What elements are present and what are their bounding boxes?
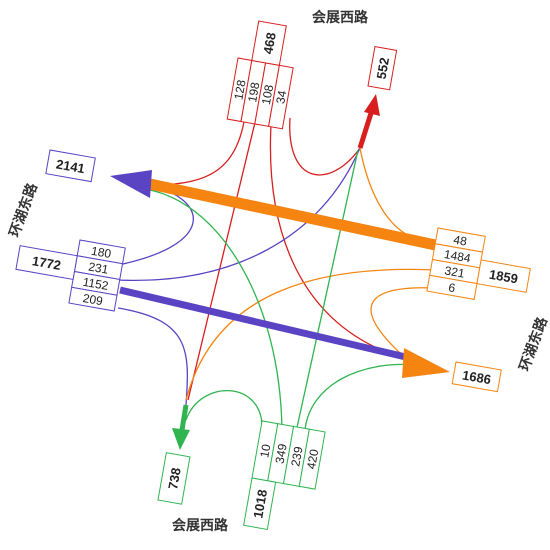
west-total-box (15, 245, 78, 280)
west-movement-3: 1152 (82, 275, 110, 293)
south-exit-box (157, 452, 191, 505)
arrowhead-east-exit (402, 348, 450, 378)
south-movement-box-4 (298, 428, 326, 490)
west-movement-4: 209 (82, 291, 104, 308)
flow-south-to-east (304, 363, 419, 431)
west-total: 1772 (31, 253, 62, 273)
flow-east-to-south (185, 268, 436, 401)
east-movement-1: 48 (452, 232, 468, 248)
flow-north-to-south (187, 109, 259, 401)
north-movement-box-4 (268, 64, 294, 130)
flow-south-to-west (149, 189, 283, 431)
west-movement-box-4 (68, 286, 118, 312)
north-total-box (251, 20, 287, 66)
east-exit-box (451, 361, 502, 393)
north-total: 468 (260, 31, 279, 55)
south-movement-2: 349 (273, 442, 290, 464)
flow-north-to-east (269, 109, 411, 361)
arrowhead-south-exit (172, 428, 190, 450)
south-exit-total: 738 (165, 467, 184, 491)
flow-north-to-west (149, 109, 247, 186)
north-approach (226, 20, 294, 130)
flow-east-uturn (370, 287, 436, 363)
east-exit-total: 1686 (461, 367, 492, 387)
flow-north-uturn (289, 117, 361, 176)
flow-west-uturn (117, 184, 194, 266)
flow-west-to-north (117, 147, 361, 282)
west-exit-box (45, 149, 96, 183)
west-movement-2: 231 (87, 259, 109, 276)
west-exit-total: 2141 (55, 156, 86, 176)
road-label-north: 会展西路 (312, 9, 369, 26)
north-movement-4: 34 (273, 89, 289, 105)
flow-lines (117, 109, 436, 433)
arrowhead-north-exit (364, 94, 380, 116)
west-movement-1: 180 (90, 244, 112, 261)
south-total: 1018 (250, 488, 270, 519)
arrowhead-west-exit (110, 170, 152, 198)
north-movement-3: 108 (259, 83, 276, 105)
flow-south-to-north (295, 149, 359, 433)
west-approach (15, 239, 126, 312)
east-total: 1859 (488, 267, 519, 287)
road-label-east: 环湖东路 (516, 314, 550, 373)
east-total-box (476, 259, 531, 293)
north-exit-total: 552 (374, 56, 393, 80)
south-movement-4: 420 (304, 448, 321, 470)
south-total-box (243, 477, 277, 531)
road-label-west: 环湖东路 (6, 180, 41, 239)
east-movement-box-4 (426, 274, 478, 300)
flow-west-to-south (117, 307, 188, 406)
south-movement-3: 239 (288, 445, 305, 467)
east-movement-3: 321 (444, 263, 466, 280)
east-approach (426, 227, 531, 300)
flow-south-uturn (185, 390, 263, 426)
south-movement-1: 10 (257, 443, 273, 459)
north-movement-2: 198 (245, 81, 262, 103)
main-arrows (110, 94, 450, 450)
east-movement-4: 6 (447, 280, 456, 295)
east-movement-2: 1484 (443, 247, 472, 265)
north-movement-1: 128 (231, 78, 248, 100)
north-exit-box (367, 46, 398, 91)
road-label-south: 会展西路 (172, 517, 229, 534)
south-approach (243, 420, 326, 531)
